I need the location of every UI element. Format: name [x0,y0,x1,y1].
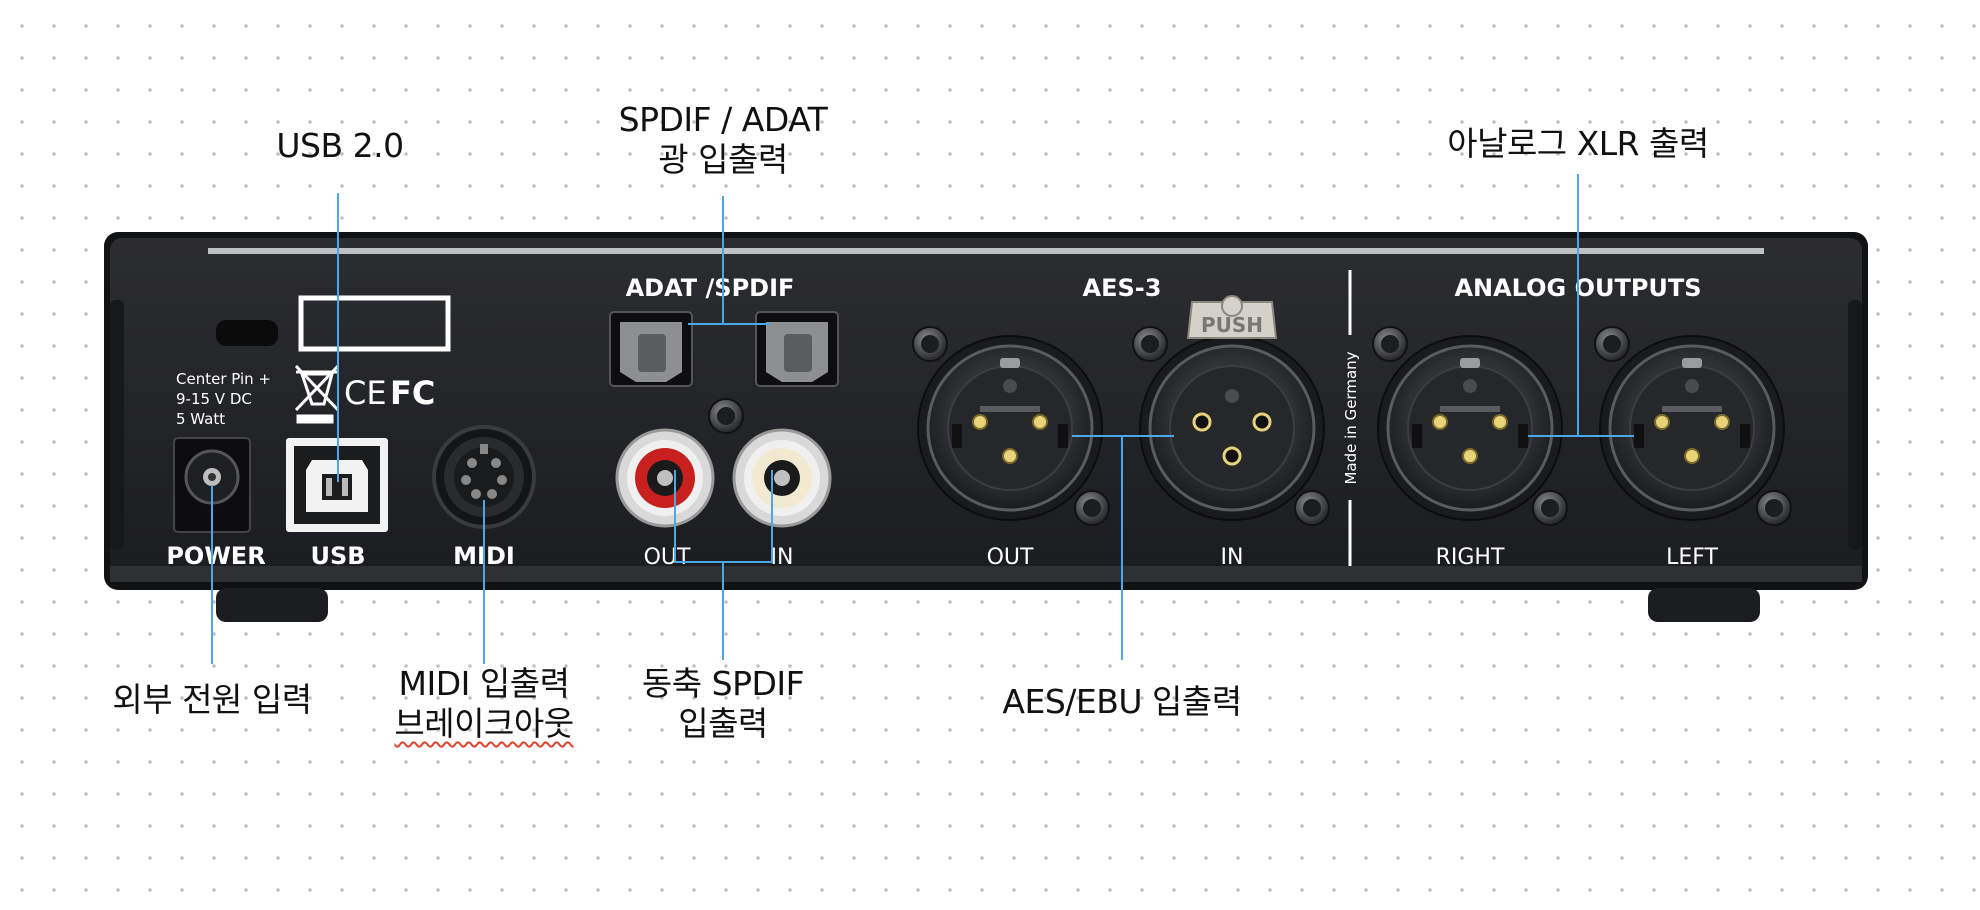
port-label-right: RIGHT [1436,545,1505,570]
callout-midi: MIDI 입출력 브레이크아웃 [364,664,604,744]
callout-power-text: 외부 전원 입력 [112,680,312,719]
port-label-coax-in: IN [771,545,794,570]
chassis-bottom-lip [110,566,1862,582]
panel-screw [912,326,948,362]
panel-screw [708,398,744,434]
panel-screw [1756,490,1792,526]
rca-coax-input[interactable] [732,428,832,528]
push-release-latch[interactable]: PUSH [1186,295,1278,339]
callout-optical-line-2: 광 입출력 [658,140,788,179]
section-label-aes3: AES-3 [1083,274,1162,302]
right-side-groove [1848,300,1862,550]
callout-midi-line-2: 브레이크아웃 [394,704,574,743]
callout-analog-xlr: 아날로그 XLR 출력 [1418,124,1738,164]
port-label-coax-out: OUT [644,545,691,570]
panel-screw [1074,490,1110,526]
callout-coax-line-1: 동축 SPDIF [641,664,805,703]
top-rail [208,248,1764,254]
optical-input-port[interactable] [755,311,839,387]
power-spec-line-3: 5 Watt [176,410,225,428]
kensington-slot [216,320,278,346]
weee-bin-icon [294,364,340,424]
power-jack[interactable] [173,437,251,533]
callout-coax: 동축 SPDIF 입출력 [603,664,843,744]
port-label-power: POWER [166,542,265,570]
port-label-left: LEFT [1666,545,1718,570]
rca-coax-output[interactable] [615,428,715,528]
callout-analog-xlr-text: 아날로그 XLR 출력 [1447,124,1709,163]
panel-screw [1594,326,1630,362]
callout-aes: AES/EBU 입출력 [982,682,1262,722]
panel-screw [1294,490,1330,526]
fcc-mark: FC [390,374,435,412]
usb-b-port[interactable] [286,438,388,532]
power-spec-line-2: 9-15 V DC [176,390,252,408]
callout-usb-text: USB 2.0 [276,126,404,165]
xlr-aes-input-connector[interactable] [1139,335,1325,521]
callout-power: 외부 전원 입력 [92,680,332,720]
power-spec-line-1: Center Pin + [176,370,271,388]
serial-label-box [298,295,451,352]
port-label-aes-in: IN [1221,545,1244,570]
callout-midi-line-1: MIDI 입출력 [398,664,570,703]
panel-screw [1132,326,1168,362]
panel-screw [1532,490,1568,526]
leader-lines [211,174,1634,664]
ce-mark: CE [344,374,387,412]
callout-usb: USB 2.0 [240,126,440,166]
made-in-germany-text: Made in Germany [1342,351,1360,484]
xlr-analog-right-connector[interactable] [1376,334,1564,522]
midi-mini-din-port[interactable] [432,425,536,529]
right-foot [1648,588,1760,622]
panel-screw [1372,326,1408,362]
optical-output-port[interactable] [609,311,693,387]
callout-aes-text: AES/EBU 입출력 [1002,682,1242,721]
callout-coax-line-2: 입출력 [678,704,768,743]
left-side-groove [110,300,124,550]
xlr-aes-output-connector[interactable] [916,334,1104,522]
port-label-usb: USB [310,542,365,570]
xlr-analog-left-connector[interactable] [1598,334,1786,522]
port-label-aes-out: OUT [987,545,1034,570]
section-label-adat-spdif: ADAT /SPDIF [626,274,795,302]
left-foot [216,588,328,622]
callout-optical: SPDIF / ADAT 광 입출력 [583,100,863,180]
callout-optical-line-1: SPDIF / ADAT [618,100,828,139]
push-label: PUSH [1201,313,1263,337]
